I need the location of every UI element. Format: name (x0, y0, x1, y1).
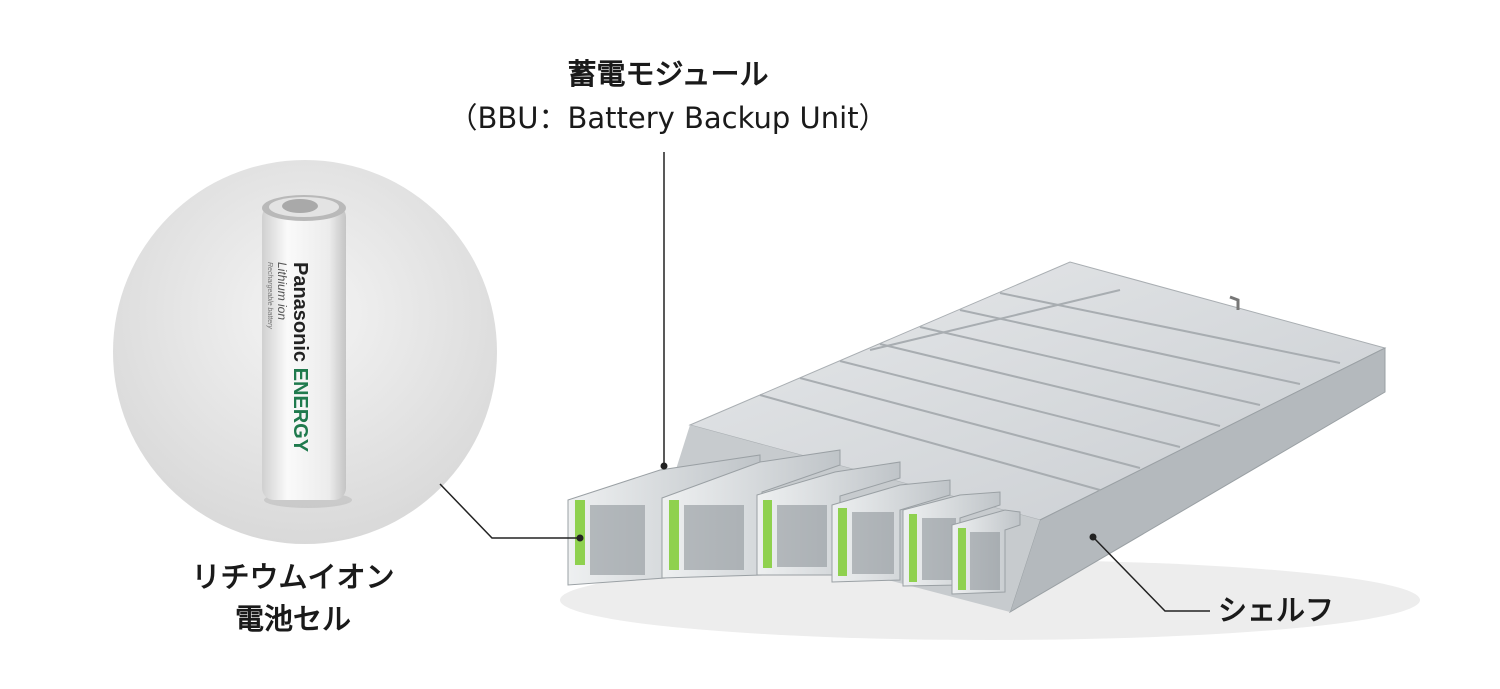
bbu-leader-dot (660, 462, 668, 470)
bbu-subtitle-label: （BBU：Battery Backup Unit） (448, 101, 888, 135)
battery-subtype-text: Rechargeable battery (266, 262, 273, 329)
cell-leader-line (439, 483, 580, 539)
cell-label-line2: 電池セル (234, 602, 352, 636)
battery-brand-text: Panasonic ENERGY (289, 262, 311, 453)
shelf-leader-dot (1089, 533, 1097, 541)
shelf-leader-line (1092, 536, 1210, 612)
cell-label-line1: リチウムイオン (191, 560, 395, 594)
lithium-ion-cell-image: Panasonic ENERGY Lithium ion Rechargeabl… (113, 160, 497, 544)
leader-lines (439, 152, 1210, 612)
bbu-title-label: 蓄電モジュール (567, 57, 769, 91)
battery-type-text: Lithium ion (275, 262, 289, 320)
bbu-modules-image (567, 449, 1021, 595)
cell-leader-dot (576, 534, 584, 542)
shelf-label: シェルフ (1218, 593, 1335, 627)
